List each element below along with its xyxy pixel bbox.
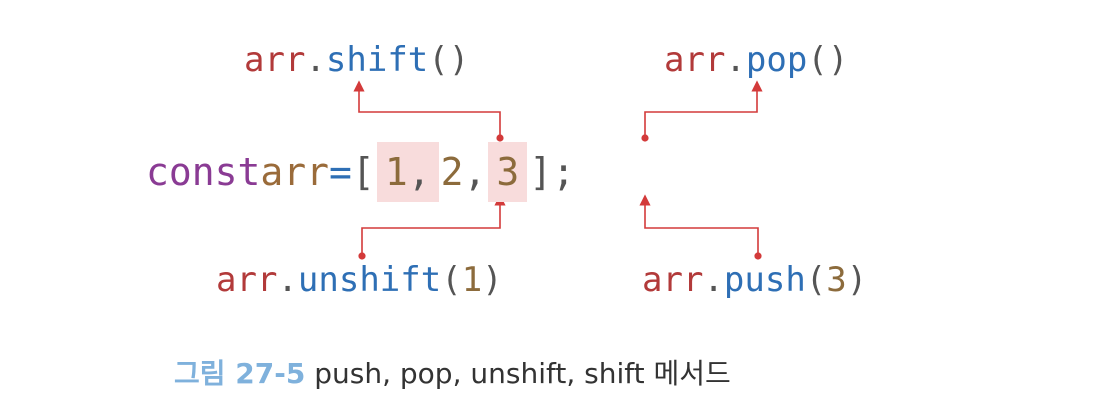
pop-label-open-paren: (: [807, 40, 828, 80]
shift-label-method: shift: [325, 40, 429, 80]
shift-label-object: arr: [244, 40, 306, 80]
unshift-label-dot: .: [277, 260, 298, 300]
push-label-arg: 3: [826, 260, 847, 300]
arr-variable: arr: [260, 150, 330, 194]
pop-label-method: pop: [745, 40, 808, 80]
shift-label-close-paren: ): [448, 40, 470, 80]
unshift-label-open-paren: (: [441, 260, 462, 300]
pop-label-close-paren: ): [827, 40, 849, 80]
figure-caption: 그림 27-5 push, pop, unshift, shift 메서드: [174, 352, 731, 392]
unshift-arrow: [358, 194, 506, 260]
shift-label: arr.shift(): [244, 40, 469, 80]
push-label-method: push: [723, 260, 806, 300]
comma-1: ,: [407, 150, 431, 194]
figure-number: 그림 27-5: [174, 357, 306, 390]
array-element-1: 1: [384, 150, 408, 194]
shift-label-dot: .: [305, 40, 326, 80]
const-keyword: const: [146, 150, 261, 194]
array-element-2: 2: [440, 150, 464, 194]
pop-label-dot: .: [725, 40, 746, 80]
shift-arrow: [353, 80, 504, 142]
code-line: const arr = [ 1, 2, 3 ];: [146, 142, 576, 202]
unshift-label: arr.unshift(1): [216, 260, 503, 300]
unshift-label-arg: 1: [461, 260, 483, 300]
pop-label: arr.pop(): [664, 40, 848, 80]
push-label-close-paren: ): [846, 260, 868, 300]
assign-operator: =: [329, 150, 352, 194]
push-label-object: arr: [642, 260, 704, 300]
push-label-dot: .: [703, 260, 724, 300]
unshift-label-close-paren: ): [482, 260, 503, 300]
first-element-highlight: 1,: [376, 142, 439, 202]
pop-label-object: arr: [664, 40, 726, 80]
shift-label-open-paren: (: [428, 40, 449, 80]
comma-2: ,: [463, 150, 487, 194]
unshift-label-object: arr: [216, 260, 278, 300]
pop-arrow: [641, 80, 763, 142]
caption-text: push, pop, unshift, shift 메서드: [314, 357, 731, 390]
push-arrow: [639, 194, 762, 260]
open-bracket: [: [351, 150, 375, 194]
last-element-highlight: 3: [488, 142, 528, 202]
push-label: arr.push(3): [642, 260, 867, 300]
array-element-3: 3: [496, 150, 520, 194]
close-bracket: ];: [529, 150, 576, 194]
push-label-open-paren: (: [805, 260, 827, 300]
unshift-label-method: unshift: [297, 260, 442, 300]
